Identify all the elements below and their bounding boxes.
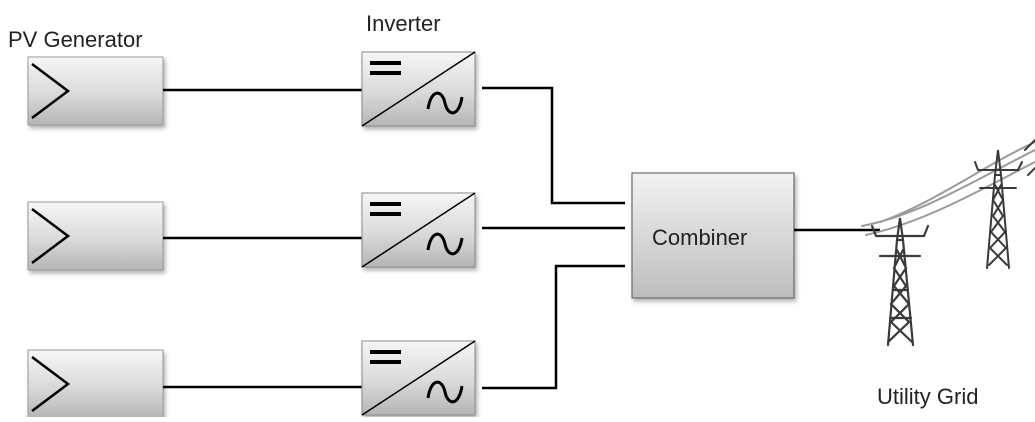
dc-symbol-icon: [370, 61, 401, 75]
inverter-label: Inverter: [366, 11, 441, 36]
ac-sine-icon: [426, 232, 464, 256]
pv-chevron-icon: [31, 208, 71, 264]
dc-symbol-icon: [370, 350, 401, 364]
inverter-3: [361, 340, 476, 416]
pv-chevron-icon: [31, 356, 71, 412]
dc-symbol-icon: [370, 202, 401, 216]
inverter-1: [361, 51, 476, 127]
ac-sine-icon: [426, 380, 464, 404]
pv-generator-label: PV Generator: [8, 27, 143, 52]
combiner-label: Combiner: [652, 225, 748, 250]
wire-inverter1-combiner: [482, 86, 625, 205]
inverter-2: [361, 192, 476, 268]
pv-chevron-icon: [31, 63, 71, 119]
ac-sine-icon: [426, 91, 464, 115]
utility-grid-label: Utility Grid: [877, 384, 979, 409]
combiner-box: [631, 172, 795, 299]
pv-generator-3: [27, 349, 164, 419]
pv-generator-1: [27, 56, 164, 126]
transmission-tower-icon: [861, 139, 1035, 347]
pv-generator-2: [27, 201, 164, 271]
wire-inverter3-combiner: [482, 264, 625, 390]
